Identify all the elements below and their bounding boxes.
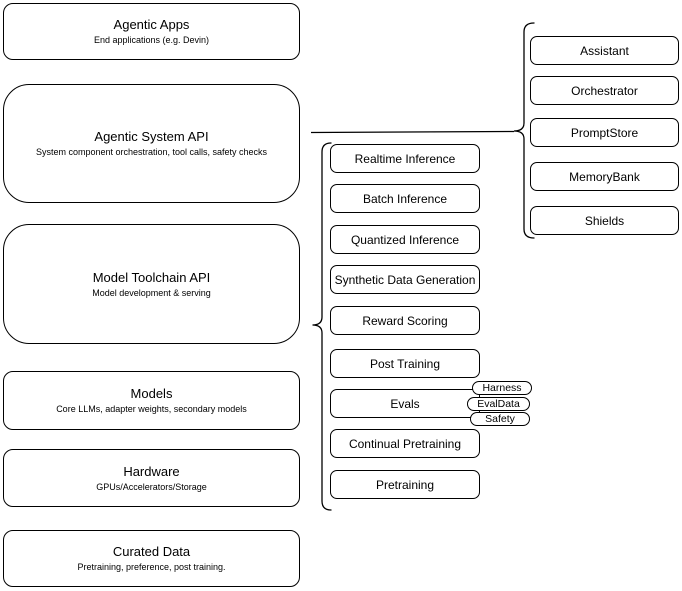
node-title: Models — [130, 386, 173, 401]
node-batch-inference: Batch Inference — [330, 184, 480, 213]
node-shields: Shields — [530, 206, 679, 235]
node-label: Synthetic Data Generation — [334, 272, 476, 287]
node-label: Continual Pretraining — [348, 436, 462, 451]
node-reward-scoring: Reward Scoring — [330, 306, 480, 335]
node-title: Hardware — [123, 463, 180, 479]
node-label: Post Training — [369, 356, 441, 371]
tag-safety: Safety — [470, 412, 530, 426]
node-label: Orchestrator — [571, 83, 638, 98]
connector-system-api-to-components — [310, 130, 515, 134]
tag-label: Harness — [482, 382, 522, 394]
node-continual-pretraining: Continual Pretraining — [330, 429, 480, 458]
node-agentic-apps: Agentic Apps End applications (e.g. Devi… — [3, 3, 300, 60]
node-label: Assistant — [580, 43, 629, 58]
node-subtitle: System component orchestration, tool cal… — [35, 147, 268, 157]
node-label: Pretraining — [375, 477, 435, 492]
node-evals: Evals — [330, 389, 480, 418]
node-synthetic-data-generation: Synthetic Data Generation — [330, 265, 480, 294]
node-orchestrator: Orchestrator — [530, 76, 679, 105]
node-assistant: Assistant — [530, 36, 679, 65]
node-label: Evals — [390, 396, 420, 411]
node-subtitle: Core LLMs, adapter weights, secondary mo… — [56, 404, 247, 414]
node-label: Reward Scoring — [362, 313, 448, 328]
node-label: PromptStore — [570, 125, 639, 140]
tag-harness: Harness — [472, 381, 532, 395]
node-realtime-inference: Realtime Inference — [330, 144, 480, 173]
node-memorybank: MemoryBank — [530, 162, 679, 191]
node-promptstore: PromptStore — [530, 118, 679, 147]
node-agentic-system-api: Agentic System API System component orch… — [3, 84, 300, 203]
node-models: Models Core LLMs, adapter weights, secon… — [3, 371, 300, 430]
node-hardware: Hardware GPUs/Accelerators/Storage — [3, 449, 300, 507]
node-quantized-inference: Quantized Inference — [330, 225, 480, 254]
node-post-training: Post Training — [330, 349, 480, 378]
node-label: Shields — [584, 213, 625, 228]
node-title: Curated Data — [112, 544, 191, 559]
tag-label: EvalData — [477, 398, 520, 410]
node-title: Agentic Apps — [113, 17, 190, 32]
node-label: Quantized Inference — [350, 232, 460, 247]
node-subtitle: Model development & serving — [92, 287, 211, 298]
node-subtitle: Pretraining, preference, post training. — [77, 562, 226, 572]
node-title: Model Toolchain API — [92, 269, 211, 285]
brace-system-components — [513, 22, 535, 239]
tag-label: Safety — [485, 413, 515, 425]
node-title: Agentic System API — [94, 129, 209, 144]
node-pretraining: Pretraining — [330, 470, 480, 499]
brace-toolchain-components — [312, 142, 332, 511]
node-label: Realtime Inference — [354, 151, 456, 166]
node-model-toolchain-api: Model Toolchain API Model development & … — [3, 224, 300, 344]
node-subtitle: End applications (e.g. Devin) — [93, 35, 210, 45]
node-label: MemoryBank — [569, 169, 640, 184]
tag-evaldata: EvalData — [467, 397, 530, 411]
node-subtitle: GPUs/Accelerators/Storage — [96, 481, 207, 492]
node-label: Batch Inference — [362, 191, 448, 206]
node-curated-data: Curated Data Pretraining, preference, po… — [3, 530, 300, 587]
